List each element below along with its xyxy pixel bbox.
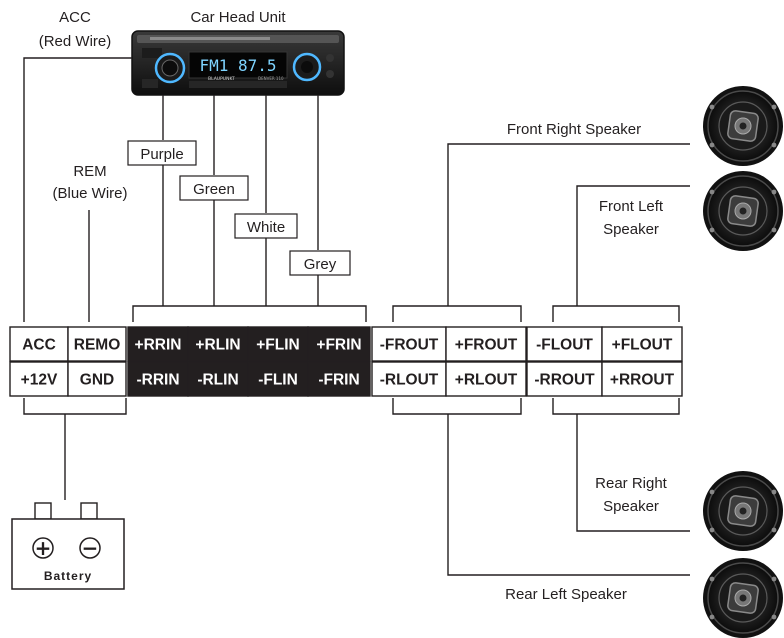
head-unit-title: Car Head Unit [190, 9, 286, 26]
rear-left-speaker-label: Rear Left Speaker [505, 586, 627, 603]
battery-label: Battery [44, 569, 92, 583]
terminal-label-bottom-9: +RROUT [610, 372, 675, 389]
terminal-label-bottom-2: -RRIN [136, 372, 179, 389]
terminal-cell-top-1 [67, 326, 127, 362]
terminal-cell-top-7 [445, 326, 527, 362]
svg-text:−: − [82, 536, 99, 560]
terminal-cell-bottom-5 [307, 361, 371, 397]
terminal-label-bottom-5: -FRIN [318, 372, 359, 389]
rear-left-speaker [702, 557, 784, 638]
terminal-cell-bottom-4 [247, 361, 309, 397]
terminal-block: ACC REMO +RRIN +RLIN +FLIN +FRIN -FROUT +FROUT -… [9, 326, 683, 397]
terminal-label-bottom-7: +RLOUT [455, 372, 518, 389]
acc-wire-label: ACC [59, 9, 91, 26]
terminal-label-top-6: -FROUT [380, 337, 439, 354]
terminal-cell-top-5 [307, 326, 371, 362]
rear-right-speaker-label-line2: Speaker [603, 498, 659, 515]
terminal-label-bottom-0: +12V [21, 372, 58, 389]
terminal-cell-bottom-9 [601, 361, 683, 397]
terminal-label-top-4: +FLIN [256, 337, 300, 354]
terminal-cell-top-4 [247, 326, 309, 362]
terminal-cell-bottom-1 [67, 361, 127, 397]
head-unit-model: DENVER 110 [258, 76, 284, 81]
wires [23, 57, 690, 576]
terminal-label-top-7: +FROUT [455, 337, 518, 354]
front-right-speaker [702, 85, 784, 167]
wire-tag-purple: Purple [127, 140, 197, 166]
svg-text:Grey: Grey [304, 256, 337, 273]
svg-text:White: White [247, 219, 285, 236]
acc-wire-sublabel: (Red Wire) [39, 33, 112, 50]
terminal-cell-top-6 [371, 326, 447, 362]
terminal-cell-bottom-3 [187, 361, 249, 397]
terminal-cell-top-9 [601, 326, 683, 362]
terminal-label-top-1: REMO [74, 337, 121, 354]
terminal-label-top-2: +RRIN [135, 337, 182, 354]
terminal-cell-top-3 [187, 326, 249, 362]
front-left-speaker-label-line1: Front Left [599, 198, 664, 215]
head-unit-brand: BLAUPUNKT [208, 76, 235, 82]
terminal-cell-bottom-6 [371, 361, 447, 397]
svg-text:Purple: Purple [140, 146, 183, 163]
svg-text:+: + [35, 536, 52, 560]
head-unit-display: FM1 87.5 [199, 56, 276, 75]
front-right-speaker-label: Front Right Speaker [507, 121, 641, 138]
terminal-label-top-8: -FLOUT [536, 337, 593, 354]
wire-tag-white: White [234, 213, 298, 239]
wire-tag-grey: Grey [289, 250, 351, 276]
front-left-speaker-label-line2: Speaker [603, 221, 659, 238]
terminal-cell-top-8 [526, 326, 603, 362]
front-left-speaker [702, 170, 784, 252]
battery: + − Battery [11, 502, 125, 590]
rem-wire-sublabel: (Blue Wire) [52, 185, 127, 202]
rear-right-speaker [702, 470, 784, 552]
car-head-unit: FM1 87.5 BLAUPUNKT DENVER 110 [131, 30, 345, 96]
rear-right-speaker-label-line1: Rear Right [595, 475, 668, 492]
wire-tag-green: Green [179, 175, 249, 201]
terminal-label-bottom-1: GND [80, 372, 114, 389]
terminal-label-bottom-6: -RLOUT [380, 372, 439, 389]
terminal-label-bottom-4: -FLIN [258, 372, 298, 389]
terminal-label-top-5: +FRIN [316, 337, 361, 354]
terminal-label-top-0: ACC [22, 337, 56, 354]
terminal-cell-bottom-8 [526, 361, 603, 397]
terminal-label-bottom-3: -RLIN [197, 372, 238, 389]
battery-positive-icon [32, 537, 54, 559]
terminal-label-bottom-8: -RROUT [534, 372, 595, 389]
terminal-cell-bottom-0 [9, 361, 69, 397]
terminal-label-top-9: +FLOUT [612, 337, 673, 354]
terminal-cell-top-0 [9, 326, 69, 362]
rem-wire-label: REM [73, 163, 106, 180]
svg-text:Green: Green [193, 181, 235, 198]
battery-negative-icon [79, 537, 101, 559]
terminal-label-top-3: +RLIN [195, 337, 240, 354]
terminal-cell-bottom-7 [445, 361, 527, 397]
